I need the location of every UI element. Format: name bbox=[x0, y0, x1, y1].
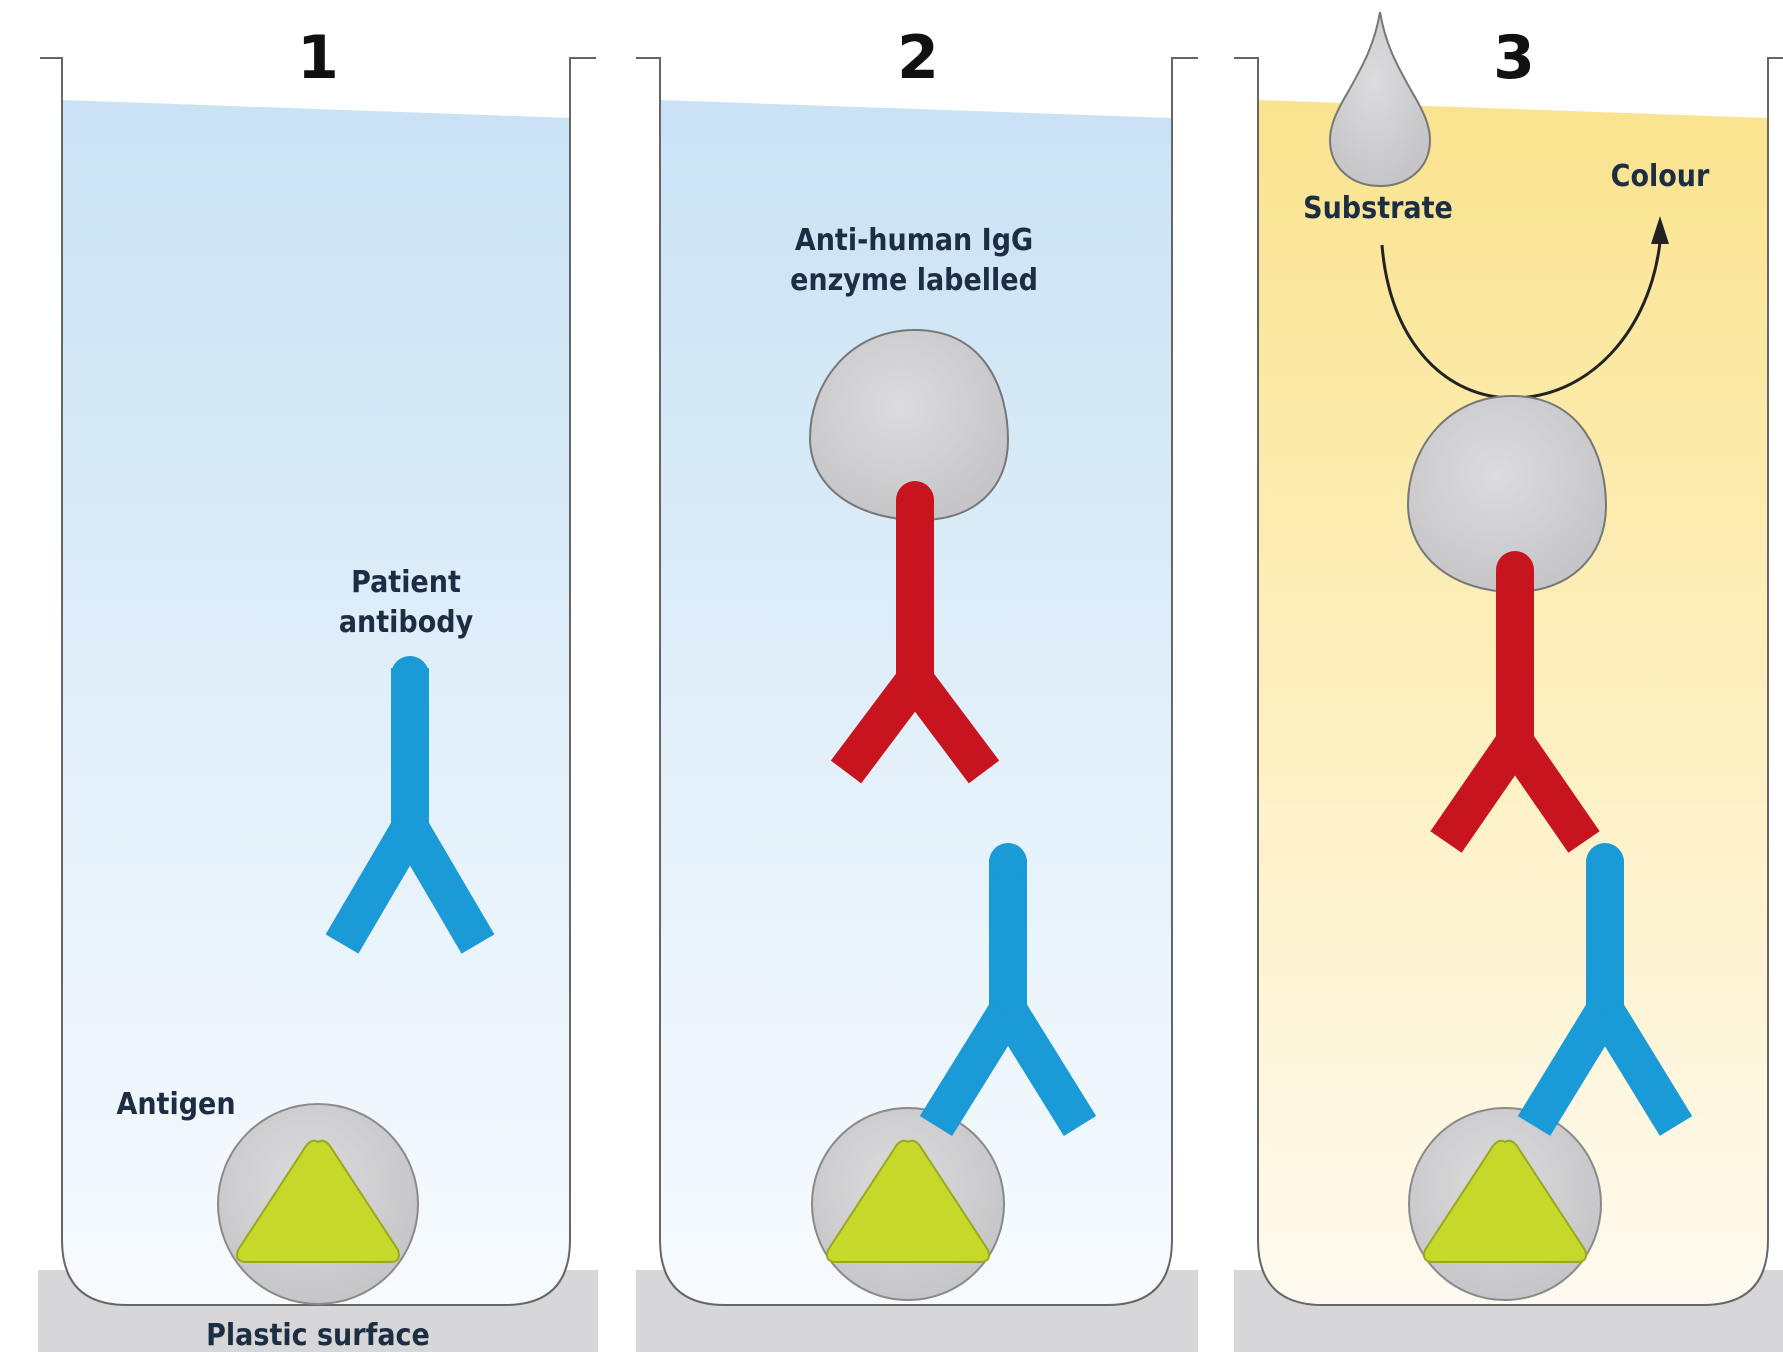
plastic-surface-label: Plastic surface bbox=[206, 1318, 430, 1352]
patient-antibody-1-cap bbox=[391, 656, 429, 694]
substrate-label: Substrate bbox=[1303, 191, 1453, 226]
well-3: 3 Substrate Colour bbox=[1234, 12, 1783, 1352]
colour-label: Colour bbox=[1611, 159, 1710, 194]
patient-antibody-label-line2: antibody bbox=[339, 605, 474, 640]
well-2: 2 Anti-human IgG enzyme labelled bbox=[636, 23, 1198, 1352]
patient-antibody-3-cap bbox=[1586, 843, 1624, 881]
antigen-label: Antigen bbox=[116, 1087, 235, 1122]
anti-igg-antibody-2-cap bbox=[896, 481, 934, 519]
step-number-3: 3 bbox=[1493, 23, 1535, 93]
anti-igg-label-line1: Anti-human IgG bbox=[795, 223, 1033, 258]
anti-igg-label-line2: enzyme labelled bbox=[790, 263, 1038, 298]
patient-antibody-label-line1: Patient bbox=[351, 565, 461, 600]
well-1: 1 Patient antibody Antigen Plastic surfa… bbox=[38, 23, 598, 1352]
patient-antibody-2-cap bbox=[989, 843, 1027, 881]
step-number-1: 1 bbox=[297, 23, 339, 93]
anti-igg-antibody-3-cap bbox=[1496, 551, 1534, 589]
substrate-drop bbox=[1330, 12, 1430, 186]
step-number-2: 2 bbox=[897, 23, 939, 93]
